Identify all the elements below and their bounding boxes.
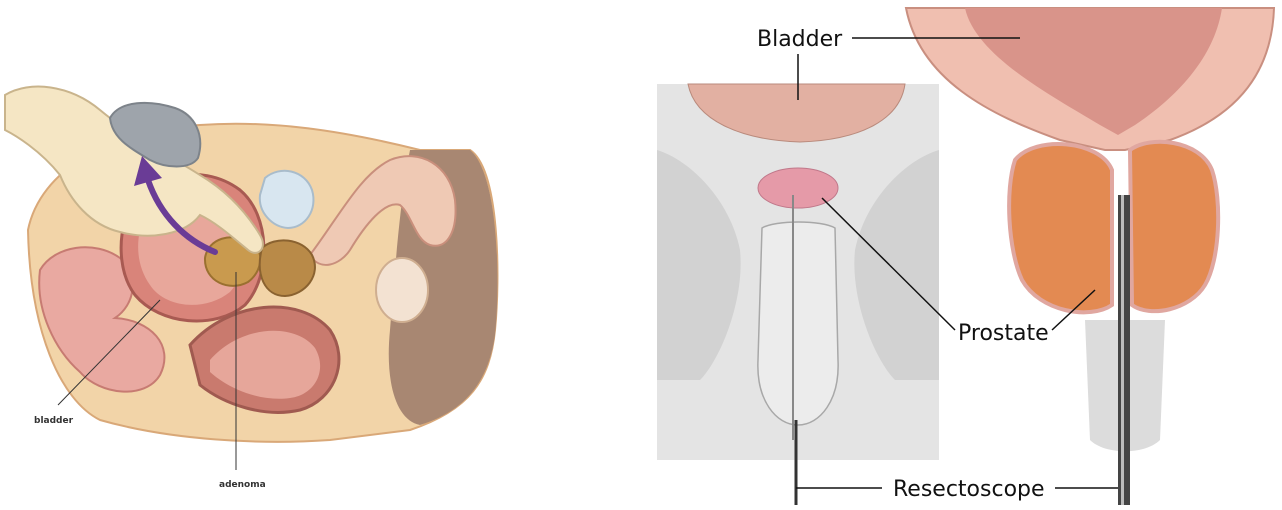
prostate-left-lobe: [1009, 144, 1112, 312]
resectoscope-label: Resectoscope: [893, 477, 1045, 502]
testis-shape: [376, 258, 428, 322]
bladder-label: bladder: [34, 416, 74, 426]
pubic-bone-shape: [260, 171, 314, 228]
middle-illustration: [657, 84, 939, 505]
section-resectoscope-highlight: [1121, 195, 1124, 505]
sketch-penis-shape: [758, 222, 838, 425]
left-illustration: bladder adenoma: [5, 87, 497, 490]
prostate-capsule-shape: [260, 240, 315, 296]
bladder-title-label: Bladder: [757, 27, 843, 52]
right-illustration: [906, 8, 1274, 505]
adenoma-label: adenoma: [219, 480, 266, 490]
prostate-right-lobe: [1130, 142, 1218, 311]
prostate-label: Prostate: [958, 321, 1049, 346]
